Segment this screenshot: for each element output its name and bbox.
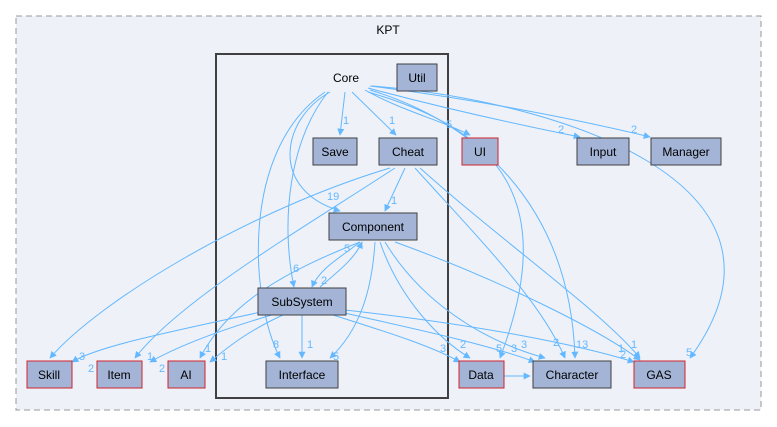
node-skill[interactable]: Skill xyxy=(26,360,73,389)
svg-text:UI: UI xyxy=(474,145,486,159)
edge-core-manager xyxy=(369,85,651,139)
edge-label-subsystem-ai: 1 xyxy=(221,351,227,363)
edge-label-cheat-item: 1 xyxy=(147,351,153,363)
edge-core-input xyxy=(367,87,581,140)
svg-text:Input: Input xyxy=(590,145,617,159)
edge-label-subsystem-character: 3 xyxy=(511,343,517,355)
edge-label-subsystem-gas: 2 xyxy=(620,349,626,361)
edges xyxy=(49,85,725,380)
edge-label-core-component: 19 xyxy=(327,191,339,203)
edge-component-gas xyxy=(394,241,641,361)
edge-label-cheat-character: 2 xyxy=(553,337,559,349)
edge-labels: 1 1 5 2 2 19 6 8 5 13 1 3 1 2 1 2 5 5 2 … xyxy=(79,115,692,375)
edge-label-subsystem-skill: 2 xyxy=(88,363,94,375)
edge-label-core-subsystem: 6 xyxy=(293,263,299,275)
edge-label-core-gas: 5 xyxy=(686,347,692,359)
edge-label-core-cheat: 1 xyxy=(389,115,395,127)
svg-text:AI: AI xyxy=(180,368,191,382)
edge-subsystem-component xyxy=(319,241,363,288)
edge-core-data xyxy=(367,91,524,359)
svg-text:Skill: Skill xyxy=(38,368,60,382)
edge-label-component-ai: 1 xyxy=(205,343,211,355)
edge-label-component-subsystem: 2 xyxy=(321,275,327,287)
edge-label-core-input: 2 xyxy=(558,124,564,136)
node-ui[interactable]: UI xyxy=(461,137,499,166)
edge-cheat-skill xyxy=(49,167,391,359)
node-character[interactable]: Character xyxy=(532,360,612,389)
edge-cheat-gas xyxy=(419,167,641,359)
svg-text:Save: Save xyxy=(321,145,349,159)
edge-core-ui xyxy=(364,89,471,136)
edge-label-subsystem-component: 5 xyxy=(344,243,350,255)
edge-label-subsystem-data: 3 xyxy=(440,343,446,355)
svg-text:Character: Character xyxy=(546,368,599,382)
svg-text:Util: Util xyxy=(408,71,425,85)
edge-subsystem-skill xyxy=(71,309,271,363)
node-subsystem[interactable]: SubSystem xyxy=(257,287,347,316)
edge-label-component-data: 2 xyxy=(460,339,466,351)
edge-core-save xyxy=(337,91,346,136)
edge-cheat-component xyxy=(384,167,406,212)
edge-component-character xyxy=(384,241,546,360)
node-item[interactable]: Item xyxy=(96,360,143,389)
svg-text:SubSystem: SubSystem xyxy=(271,295,332,309)
edge-core-interface xyxy=(257,91,326,359)
node-save[interactable]: Save xyxy=(312,137,358,166)
svg-text:Data: Data xyxy=(468,368,494,382)
nodes: Util Save Cheat UI Input Manager Compone… xyxy=(26,63,722,389)
edge-label-cheat-component: 1 xyxy=(391,195,397,207)
svg-text:Manager: Manager xyxy=(662,145,709,159)
svg-text:Item: Item xyxy=(107,368,130,382)
edge-subsystem-ai xyxy=(209,313,286,363)
edge-label-core-manager: 2 xyxy=(631,124,637,136)
node-input[interactable]: Input xyxy=(576,137,630,166)
edge-core-subsystem xyxy=(287,91,329,288)
node-component[interactable]: Component xyxy=(328,212,418,241)
edge-core-gas xyxy=(371,85,725,359)
edge-label-subsystem-item: 2 xyxy=(159,363,165,375)
edge-cheat-item xyxy=(134,167,396,359)
edge-component-subsystem xyxy=(311,241,361,288)
svg-text:GAS: GAS xyxy=(646,368,671,382)
cluster-core-label[interactable]: Core xyxy=(333,71,359,85)
svg-text:Cheat: Cheat xyxy=(392,145,425,159)
node-util[interactable]: Util xyxy=(396,63,438,92)
edge-label-component-character: 3 xyxy=(521,339,527,351)
node-gas[interactable]: GAS xyxy=(633,360,686,389)
edge-label-core-save: 1 xyxy=(343,115,349,127)
edge-subsystem-character xyxy=(339,311,536,364)
node-ai[interactable]: AI xyxy=(167,360,206,389)
edge-label-data-character: 5 xyxy=(496,343,502,355)
edge-component-data xyxy=(379,241,471,359)
edge-label-cheat-gas: 1 xyxy=(631,339,637,351)
edge-label-component-interface: 5 xyxy=(333,351,339,363)
edge-label-core-interface: 8 xyxy=(273,339,279,351)
svg-text:Component: Component xyxy=(342,220,405,234)
edge-component-interface xyxy=(329,241,376,359)
edge-subsystem-data xyxy=(329,313,461,363)
node-cheat[interactable]: Cheat xyxy=(378,137,438,166)
edge-subsystem-item xyxy=(149,313,276,363)
edge-label-core-character: 13 xyxy=(576,339,588,351)
edge-cheat-character xyxy=(414,167,566,359)
edge-core-component xyxy=(289,91,341,213)
edge-core-character xyxy=(369,89,579,359)
svg-text:Interface: Interface xyxy=(279,368,326,382)
edge-core-cheat xyxy=(351,91,397,136)
edge-subsystem-gas xyxy=(344,309,635,364)
edge-label-cheat-skill: 3 xyxy=(79,351,85,363)
edge-label-core-ui: 5 xyxy=(446,119,452,131)
edge-label-component-gas: 1 xyxy=(618,343,624,355)
node-data[interactable]: Data xyxy=(458,360,505,389)
cluster-kpt-label: KPT xyxy=(376,23,400,37)
node-manager[interactable]: Manager xyxy=(650,137,722,166)
node-interface[interactable]: Interface xyxy=(265,360,339,389)
edge-label-subsystem-interface: 1 xyxy=(307,339,313,351)
